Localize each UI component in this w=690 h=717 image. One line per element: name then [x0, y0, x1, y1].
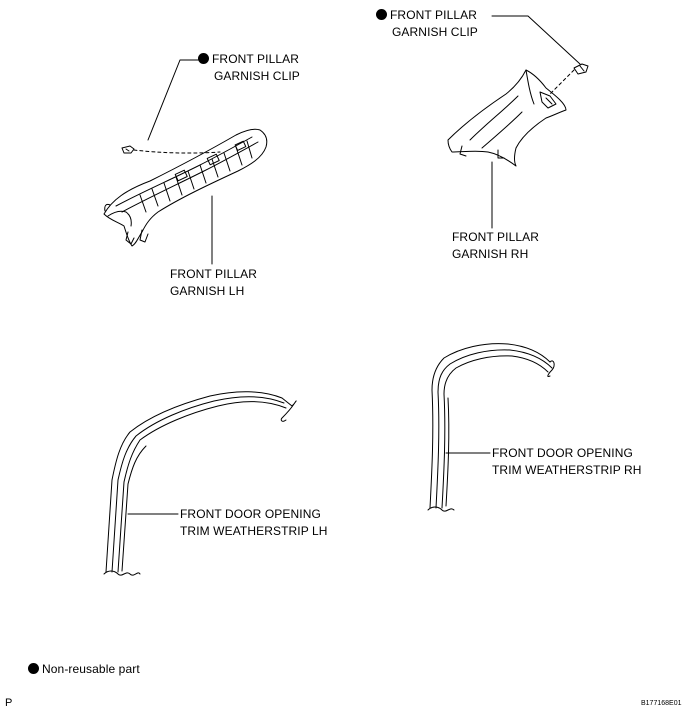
- label-garnish-rh-line1: FRONT PILLAR: [452, 230, 539, 244]
- front-door-opening-trim-weatherstrip-lh-drawing: [103, 391, 297, 576]
- front-pillar-garnish-rh-drawing: [447, 63, 589, 167]
- label-garnish-lh-line2: GARNISH LH: [170, 284, 245, 298]
- label-clip-lh-line2: GARNISH CLIP: [214, 69, 300, 83]
- label-weatherstrip-rh: FRONT DOOR OPENING TRIM WEATHERSTRIP RH: [492, 445, 642, 479]
- label-clip-rh-line1: FRONT PILLAR: [390, 8, 477, 22]
- non-reusable-dot-icon: [376, 9, 387, 20]
- label-weatherstrip-lh-line2: TRIM WEATHERSTRIP LH: [180, 524, 328, 538]
- label-garnish-lh-line1: FRONT PILLAR: [170, 267, 257, 281]
- label-garnish-lh: FRONT PILLAR GARNISH LH: [170, 266, 257, 300]
- label-weatherstrip-rh-line2: TRIM WEATHERSTRIP RH: [492, 463, 642, 477]
- leader-lines: [127, 15, 581, 515]
- corner-letter: P: [5, 697, 13, 709]
- label-weatherstrip-lh-line1: FRONT DOOR OPENING: [180, 507, 321, 521]
- legend: Non-reusable part: [28, 661, 140, 678]
- legend-text: Non-reusable part: [42, 662, 140, 676]
- label-clip-lh: FRONT PILLAR GARNISH CLIP: [198, 51, 300, 85]
- front-door-opening-trim-weatherstrip-rh-drawing: [427, 343, 555, 512]
- label-clip-lh-line1: FRONT PILLAR: [212, 52, 299, 66]
- front-pillar-garnish-lh-drawing: [103, 128, 268, 247]
- label-garnish-rh-line2: GARNISH RH: [452, 247, 529, 261]
- label-clip-rh: FRONT PILLAR GARNISH CLIP: [376, 7, 478, 41]
- figure-code: B177168E01: [641, 700, 682, 707]
- label-weatherstrip-lh: FRONT DOOR OPENING TRIM WEATHERSTRIP LH: [180, 506, 328, 540]
- non-reusable-dot-icon: [28, 663, 39, 674]
- non-reusable-dot-icon: [198, 53, 209, 64]
- label-weatherstrip-rh-line1: FRONT DOOR OPENING: [492, 446, 633, 460]
- label-garnish-rh: FRONT PILLAR GARNISH RH: [452, 229, 539, 263]
- label-clip-rh-line2: GARNISH CLIP: [392, 25, 478, 39]
